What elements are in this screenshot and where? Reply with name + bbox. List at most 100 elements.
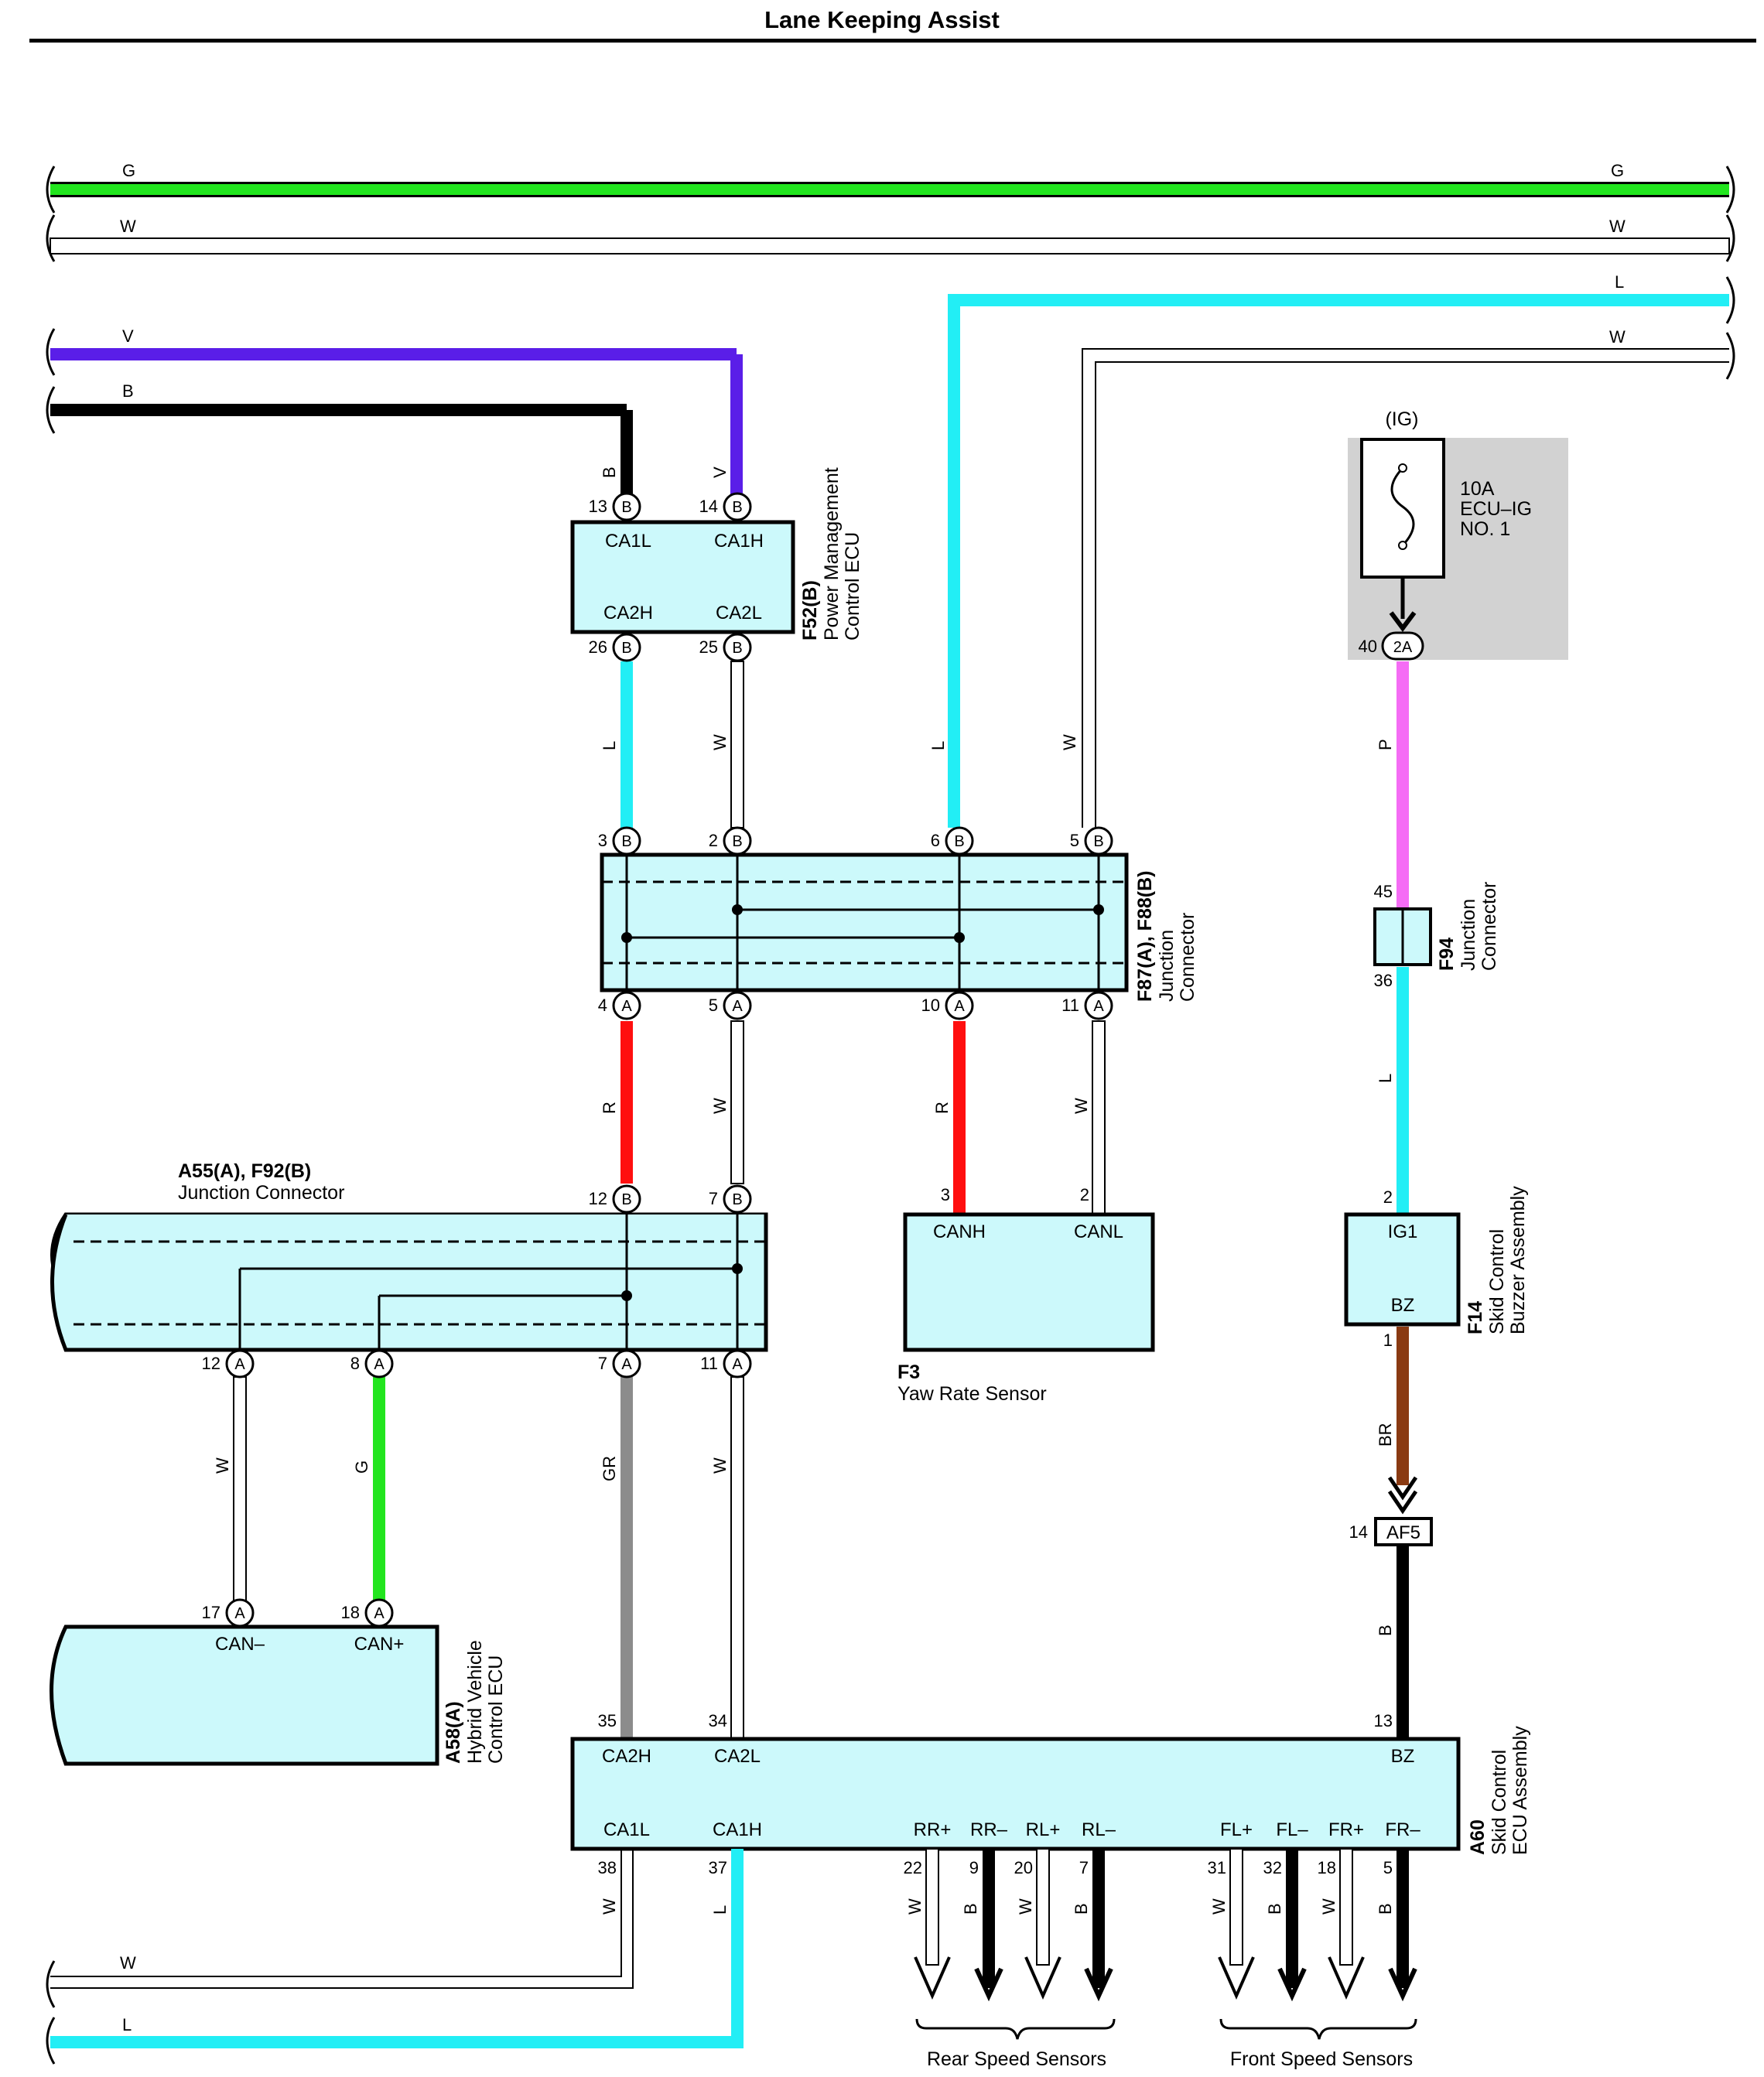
f87-line2: Connector [1177, 913, 1198, 1002]
f14-line1: Skid Control [1486, 1229, 1508, 1334]
wire-label-w-a58: W [213, 1457, 232, 1474]
f87-line1: Junction [1156, 930, 1178, 1002]
wire-label-w-rr: W [905, 1898, 925, 1915]
wire-label-l-bottom: L [122, 2015, 132, 2034]
pin-f87-5: 5 [1070, 831, 1079, 850]
wire-label-g-right: G [1611, 161, 1624, 180]
pin-f87-3: 3 [598, 831, 607, 850]
pin-a60-7: 7 [1079, 1858, 1089, 1877]
pin-a55-11: 11 [700, 1354, 718, 1373]
wire-label-w-f87: W [1060, 734, 1079, 750]
a60-ca1h: CA1H [713, 1819, 762, 1840]
conn-f52-14: B [732, 499, 742, 516]
a55-line1: Junction Connector [178, 1182, 344, 1204]
conn-f52-25: B [732, 640, 742, 657]
pin-a60-38: 38 [598, 1858, 617, 1877]
a60-ca1l: CA1L [603, 1819, 650, 1840]
pin-f52-13: 13 [589, 497, 607, 516]
pin-f3-3: 3 [941, 1185, 950, 1204]
conn-a55-8: A [374, 1356, 385, 1373]
af5-label: AF5 [1386, 1522, 1420, 1543]
f94-junction-connector: F94 Junction Connector [1373, 882, 1500, 971]
pin-f52-25: 25 [699, 637, 718, 657]
fuse-supply: (IG) [1385, 408, 1418, 430]
pin-f87-11: 11 [1061, 996, 1079, 1015]
conn-fuse-2a: 2A [1393, 639, 1413, 656]
wire-label-w-rl: W [1016, 1898, 1035, 1915]
wire-label-b-vert: B [600, 466, 619, 478]
f14-ig1: IG1 [1388, 1221, 1418, 1242]
conn-f87-10: A [954, 998, 965, 1015]
a60-line1: Skid Control [1489, 1750, 1510, 1855]
pin-a60-22: 22 [904, 1858, 922, 1877]
f52-line1: Power Management [821, 467, 843, 641]
a60-code: A60 [1467, 1819, 1489, 1855]
a60-rl-minus: RL– [1082, 1819, 1116, 1840]
wire-label-p: P [1376, 739, 1395, 750]
f52-ca1h: CA1H [714, 531, 764, 552]
pin-f87-4: 4 [598, 996, 607, 1015]
pin-a60-5: 5 [1383, 1858, 1393, 1877]
wire-label-w-f3: W [1072, 1098, 1091, 1114]
conn-a55-7b: A [621, 1356, 632, 1373]
fuse-ecu-ig-no1: (IG) 10A ECU–IG NO. 1 [1348, 408, 1568, 660]
pin-a55-12b: 12 [202, 1354, 220, 1373]
pin-a60-18: 18 [1318, 1858, 1336, 1877]
page-title: Lane Keeping Assist [764, 6, 1000, 33]
fuse-name1: ECU–IG [1460, 498, 1532, 520]
wire-label-w-bottom: W [120, 1953, 136, 1973]
conn-a55-12b: A [234, 1356, 245, 1373]
pin-f87-6: 6 [931, 831, 940, 850]
a58-can-minus: CAN– [215, 1634, 265, 1655]
f14-skid-control-buzzer: IG1 BZ F14 Skid Control Buzzer Assembly [1344, 1186, 1529, 1334]
f14-code: F14 [1465, 1301, 1486, 1334]
a60-line2: ECU Assembly [1509, 1726, 1531, 1855]
wire-w-top2 [1082, 348, 1729, 828]
a60-rl-plus: RL+ [1026, 1819, 1061, 1840]
wire-label-l-right: L [1615, 272, 1624, 292]
f52-power-management-ecu: CA1L CA1H CA2H CA2L F52(B) Power Managem… [570, 466, 863, 641]
pin-af5-14: 14 [1349, 1522, 1368, 1542]
f52-ca2h: CA2H [603, 603, 653, 623]
conn-f87-11: A [1093, 998, 1104, 1015]
pin-a60-9: 9 [969, 1858, 979, 1877]
f94-code: F94 [1436, 938, 1458, 971]
wire-label-l-f87: L [928, 741, 948, 750]
pin-f14-1: 1 [1383, 1331, 1393, 1350]
wire-label-br: BR [1376, 1423, 1395, 1447]
f52-line2: Control ECU [842, 532, 863, 641]
a58-can-plus: CAN+ [354, 1634, 405, 1655]
front-speed-sensors-label: Front Speed Sensors [1230, 2048, 1413, 2070]
pin-a55-7: 7 [709, 1189, 718, 1208]
conn-a55-11: A [732, 1356, 743, 1373]
f87-junction-connector: F87(A), F88(B) Junction Connector [600, 852, 1198, 1002]
wire-label-w-ca1l: W [600, 1898, 619, 1915]
wire-l-top [948, 294, 1729, 828]
bottom-wires: W L W L W [46, 1848, 1417, 2070]
f3-code: F3 [897, 1361, 920, 1383]
wire-label-g-a58: G [352, 1460, 371, 1474]
conn-f87-5: B [1093, 833, 1103, 850]
a58-line1: Hybrid Vehicle [464, 1640, 486, 1764]
wire-label-v-vert: V [710, 466, 730, 478]
pin-numbers: 13 14 26 25 3 2 6 5 4 5 10 11 12 7 12 8 … [202, 497, 1393, 1877]
fuse-name2: NO. 1 [1460, 518, 1510, 540]
f3-canh: CANH [933, 1221, 986, 1242]
wire-w-top [50, 237, 1730, 255]
pin-a60-13: 13 [1374, 1711, 1393, 1730]
conn-f87-2: B [732, 833, 742, 850]
wire-label-l-f52: L [600, 741, 619, 750]
wires-a55-lower: W G GR W [213, 1376, 744, 1740]
pin-a55-7b: 7 [598, 1354, 607, 1373]
wire-label-w: W [120, 217, 136, 236]
pin-f87-10: 10 [921, 996, 940, 1015]
wire-label-w-f52: W [710, 734, 730, 750]
a58-hybrid-vehicle-ecu: CAN– CAN+ A58(A) Hybrid Vehicle Control … [50, 1624, 507, 1766]
conn-f87-3: B [621, 833, 631, 850]
a60-skid-control-ecu: CA2H CA2L BZ CA1L CA1H RR+ RR– RL+ RL– F… [570, 1726, 1531, 1855]
pin-a60-37: 37 [709, 1858, 727, 1877]
wires-f52-f87: L W L W [600, 661, 1079, 828]
pin-f94-36: 36 [1374, 971, 1393, 990]
a58-line2: Control ECU [485, 1655, 507, 1764]
a60-rr-plus: RR+ [914, 1819, 952, 1840]
